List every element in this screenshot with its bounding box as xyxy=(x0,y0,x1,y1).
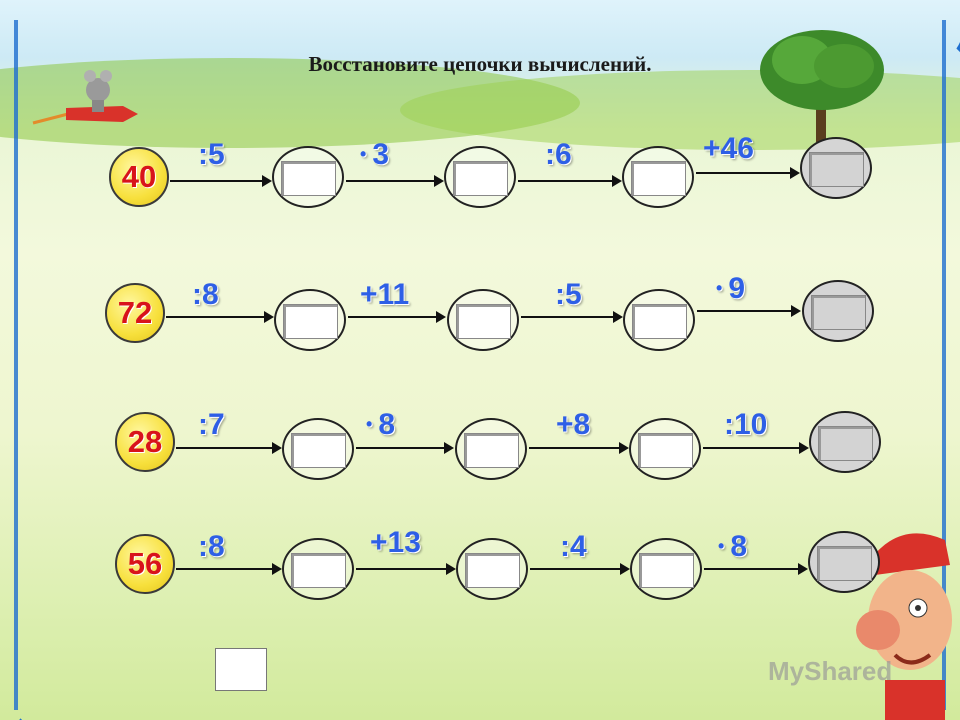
result-oval xyxy=(630,538,702,600)
operation-label: :5 xyxy=(555,278,582,311)
final-answer-box[interactable] xyxy=(817,546,872,581)
start-number: 56 xyxy=(115,534,175,594)
result-oval xyxy=(444,146,516,208)
final-result-oval xyxy=(802,280,874,342)
mouse-rocket-icon xyxy=(32,70,138,125)
answer-box[interactable] xyxy=(464,433,519,468)
answer-box[interactable] xyxy=(453,161,508,196)
operation-label: 9 xyxy=(716,272,745,306)
operation-label: +11 xyxy=(360,278,410,311)
arrow xyxy=(521,311,623,323)
final-result-oval xyxy=(800,137,872,199)
answer-box[interactable] xyxy=(283,304,338,339)
result-oval xyxy=(274,289,346,351)
operation-label: :4 xyxy=(560,530,587,563)
operation-label: 3 xyxy=(360,138,389,172)
answer-box[interactable] xyxy=(281,161,336,196)
watermark: MyShared xyxy=(768,656,893,686)
result-oval xyxy=(282,538,354,600)
start-number: 40 xyxy=(109,147,169,207)
arrow xyxy=(530,563,630,575)
operation-label: :8 xyxy=(198,530,225,563)
arrow xyxy=(518,175,622,187)
answer-box[interactable] xyxy=(631,161,686,196)
start-number: 72 xyxy=(105,283,165,343)
arrow xyxy=(348,311,446,323)
result-oval xyxy=(455,418,527,480)
arrow xyxy=(176,442,282,454)
answer-box[interactable] xyxy=(639,553,694,588)
arrow xyxy=(696,167,800,179)
spare-answer-box[interactable] xyxy=(215,648,267,691)
operation-label: :5 xyxy=(198,138,225,171)
result-oval xyxy=(272,146,344,208)
final-answer-box[interactable] xyxy=(818,426,873,461)
result-oval xyxy=(456,538,528,600)
result-oval xyxy=(622,146,694,208)
page-title: Восстановите цепочки вычислений. xyxy=(308,52,652,76)
answer-box[interactable] xyxy=(638,433,693,468)
answer-box[interactable] xyxy=(291,433,346,468)
operation-label: +13 xyxy=(370,526,421,559)
answer-box[interactable] xyxy=(632,304,687,339)
tree-icon xyxy=(760,30,884,142)
final-answer-box[interactable] xyxy=(811,295,866,330)
operation-label: :10 xyxy=(724,408,768,441)
result-oval xyxy=(282,418,354,480)
answer-box[interactable] xyxy=(465,553,520,588)
frame-border xyxy=(14,20,946,710)
cartoon-boy-icon xyxy=(856,533,952,720)
final-result-oval xyxy=(809,411,881,473)
arrow xyxy=(166,311,274,323)
final-result-oval xyxy=(808,531,880,593)
operation-label: 8 xyxy=(366,408,395,442)
operation-label: +46 xyxy=(703,132,754,165)
arrow xyxy=(170,175,272,187)
answer-box[interactable] xyxy=(456,304,511,339)
arrow xyxy=(356,563,456,575)
arrow xyxy=(346,175,444,187)
result-oval xyxy=(447,289,519,351)
result-oval xyxy=(623,289,695,351)
arrow xyxy=(176,563,282,575)
arrow xyxy=(356,442,454,454)
arrow xyxy=(529,442,629,454)
final-answer-box[interactable] xyxy=(809,152,864,187)
arrow xyxy=(697,305,801,317)
arrow xyxy=(703,442,809,454)
operation-label: :6 xyxy=(545,138,572,171)
operation-label: +8 xyxy=(556,408,591,441)
operation-label: :7 xyxy=(198,408,225,441)
operation-label: :8 xyxy=(192,278,219,311)
answer-box[interactable] xyxy=(291,553,346,588)
start-number: 28 xyxy=(115,412,175,472)
arrow xyxy=(704,563,808,575)
operation-label: 8 xyxy=(718,530,747,564)
result-oval xyxy=(629,418,701,480)
